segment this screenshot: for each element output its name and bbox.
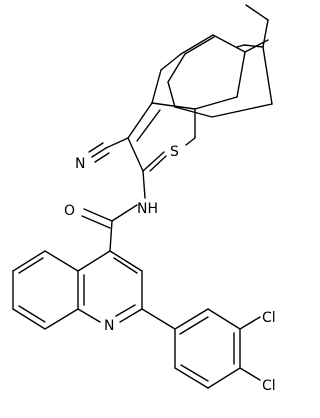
dichlorophenyl-ring — [141, 308, 261, 389]
bond — [184, 36, 215, 55]
bond — [81, 215, 111, 229]
bond — [151, 69, 162, 104]
bond — [142, 151, 165, 172]
bond — [136, 109, 161, 142]
quinoline-nitrogen-label: N — [104, 318, 114, 334]
bond — [207, 367, 241, 389]
sulfur-atom-label: S — [170, 144, 179, 160]
bond — [109, 220, 113, 252]
bond — [109, 250, 143, 272]
bond — [167, 53, 186, 83]
bond — [194, 96, 238, 110]
bond — [88, 142, 104, 153]
nitrile-group — [88, 137, 129, 163]
bond — [12, 308, 46, 330]
bond — [262, 46, 273, 105]
bond — [44, 250, 79, 272]
bond — [160, 53, 182, 71]
bond — [180, 364, 209, 382]
molecule-structure: S N O NH N Cl Cl — [12, 4, 276, 394]
bond — [105, 137, 129, 149]
carbonyl-oxygen-label: O — [64, 203, 75, 219]
bond — [113, 257, 138, 274]
bond — [243, 44, 264, 48]
bond — [141, 308, 176, 330]
bond — [174, 106, 213, 118]
bond — [111, 204, 138, 222]
atom-labels: S N O NH N Cl Cl — [64, 144, 276, 394]
bond — [142, 170, 146, 199]
bond — [239, 367, 261, 381]
bond — [91, 147, 107, 158]
bond — [77, 250, 111, 272]
cyclohexene-ring-drawn — [151, 34, 269, 110]
bond — [245, 4, 269, 21]
bond — [236, 51, 246, 98]
bond — [179, 316, 209, 335]
bond — [239, 316, 261, 330]
amide-nh-label: NH — [137, 201, 158, 217]
quinoline-ring-system — [12, 250, 143, 330]
bond — [211, 103, 273, 118]
bond — [12, 250, 46, 272]
amide-group — [81, 204, 138, 252]
bond — [127, 137, 144, 172]
bond — [174, 308, 209, 330]
bond — [167, 81, 176, 108]
chlorine-atom-label-2: Cl — [262, 378, 276, 394]
bond — [151, 102, 196, 110]
bond — [127, 102, 153, 139]
cyclohexene-ring — [167, 36, 273, 118]
nitrile-nitrogen-label: N — [75, 156, 85, 172]
thiophene-ring — [127, 102, 196, 199]
bond — [119, 308, 143, 323]
bond — [115, 304, 136, 317]
bond — [212, 34, 246, 53]
bond — [244, 39, 269, 53]
bond — [174, 367, 209, 389]
bond — [180, 34, 214, 55]
bond — [149, 155, 167, 172]
chlorine-atom-label-1: Cl — [262, 310, 276, 326]
bond — [18, 305, 46, 323]
bond — [77, 308, 101, 323]
bond — [94, 152, 110, 163]
bond — [83, 208, 113, 222]
bond — [44, 308, 79, 330]
ethyl-group — [245, 4, 269, 48]
bond — [207, 308, 241, 330]
bond — [185, 137, 196, 146]
bond — [18, 257, 44, 274]
bond — [236, 44, 245, 48]
